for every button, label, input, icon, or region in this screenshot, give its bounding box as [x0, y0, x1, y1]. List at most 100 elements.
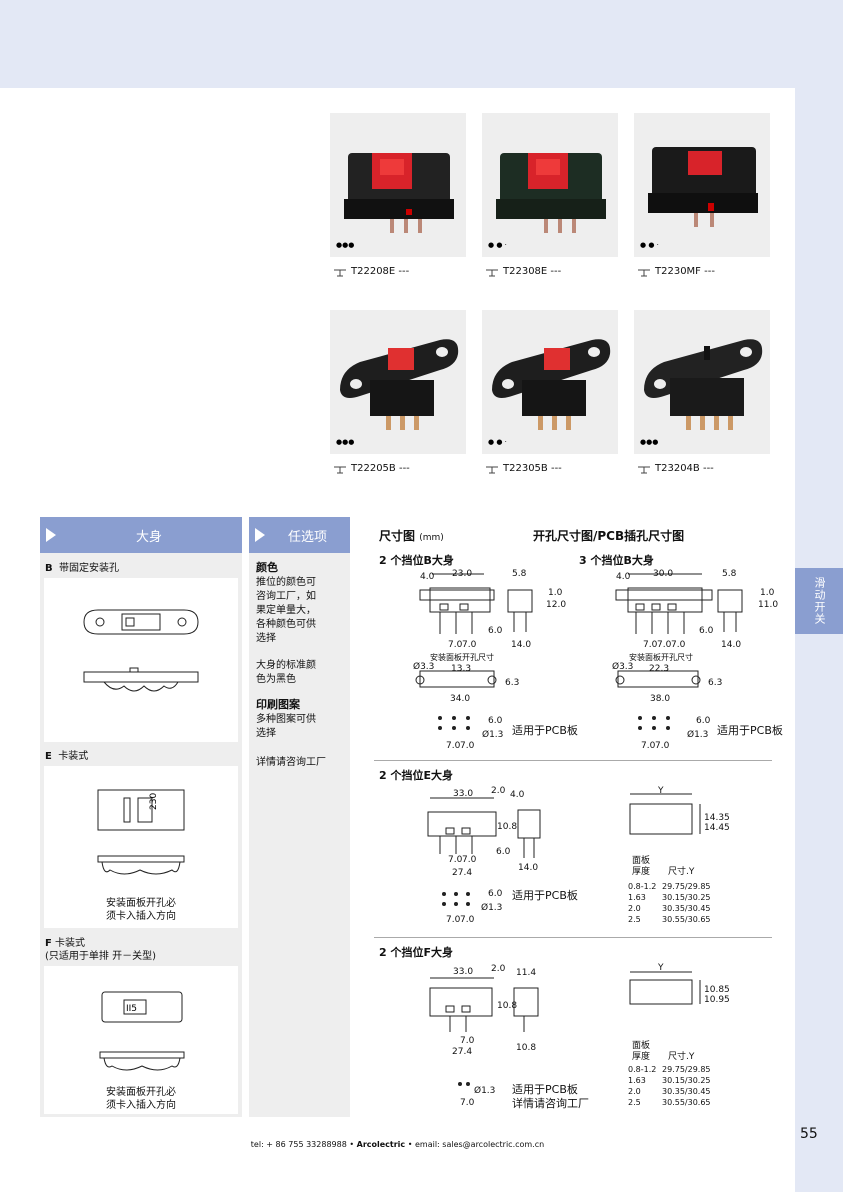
table-cell: 30.35/30.45: [662, 1087, 711, 1096]
dimensions-title-text: 尺寸图: [379, 529, 416, 543]
body-f-text: 卡装式: [55, 938, 86, 949]
table-cell: 1.63: [628, 1076, 646, 1085]
table-head: 厚度: [632, 1052, 651, 1062]
f2-table: 面板 厚度尺寸.Y: [632, 1041, 694, 1063]
options-consult: 详情请咨询工厂: [256, 757, 326, 768]
product-label: T22308E ---: [485, 266, 561, 277]
svg-text:● ● ·: ● ● ·: [488, 241, 507, 249]
body-e-note-line: 须卡入插入方向: [106, 911, 176, 922]
footer-email[interactable]: email: sales@arcolectric.com.cn: [414, 1140, 545, 1149]
options-panel-header: 任选项: [249, 517, 350, 553]
dim-text: 4.0: [510, 790, 525, 800]
table-cell: 30.15/30.25: [662, 1076, 711, 1085]
switch-symbol-icon: [638, 466, 650, 473]
svg-text:● ● ·: ● ● ·: [488, 438, 507, 446]
dim-text: 14.35: [704, 813, 730, 823]
section-f2-title: 2 个挡位F大身: [379, 946, 453, 959]
dimensions-title: 尺寸图 (mm): [379, 527, 444, 544]
dim-text: 6.3: [505, 678, 520, 688]
dim-text: 14.45: [704, 823, 730, 833]
body-f-label: F 卡装式 (只适用于单排 开－关型): [45, 937, 156, 963]
dim-text: 7.0: [460, 741, 475, 751]
table-cell: 1.63: [628, 893, 646, 902]
options-panel-title: 任选项: [287, 529, 327, 545]
body-e-text: 卡装式: [58, 751, 89, 762]
dim-text: 10.8: [497, 1001, 518, 1011]
dim-text: 38.0: [650, 694, 671, 704]
dim-text: 7.0: [446, 741, 461, 751]
dim-text: 7.0: [641, 741, 656, 751]
e2-cutout: [629, 793, 701, 835]
dim-text: 10.85: [704, 985, 730, 995]
f2-table-rows: 0.8-1.2 29.75/29.85 1.63 30.15/30.25 2.0 30…: [628, 1064, 711, 1108]
dim-text: 6.0: [488, 889, 503, 899]
dim-text: Ø3.3: [413, 662, 435, 672]
svg-text:● ● ·: ● ● ·: [640, 241, 659, 249]
body-f-letter: F: [45, 938, 52, 949]
dim-text: Y: [658, 786, 664, 796]
body-f-note-line: 安装面板开孔必: [106, 1087, 176, 1098]
product-photo-t23204b: ●●●: [634, 310, 770, 454]
options-line: 选择: [256, 728, 276, 739]
table-cell: 29.75/29.85: [662, 1065, 711, 1074]
svg-text:●●●: ●●●: [336, 438, 354, 446]
e2-table: 面板 厚度尺寸.Y: [632, 856, 694, 878]
top-band: [0, 0, 843, 88]
table-cell: 2.0: [628, 1087, 641, 1096]
table-head: 面板: [632, 856, 651, 866]
dimensions-unit: (mm): [419, 533, 444, 543]
table-cell: 0.8-1.2: [628, 1065, 657, 1074]
cutout-note: 安装面板开孔尺寸: [430, 653, 494, 662]
arrow-right-icon: [255, 528, 265, 542]
product-photo-t22305b: ● ● ·: [482, 310, 618, 454]
right-band: [795, 88, 843, 1192]
dim-text: 6.0: [696, 716, 711, 726]
svg-text:●●●: ●●●: [640, 438, 658, 446]
section-b3-title: 3 个挡位B大身: [579, 554, 654, 567]
dim-text: 27.4: [452, 1047, 473, 1057]
table-cell: 30.35/30.45: [662, 904, 711, 913]
product-photo-t22205b: ●●●: [330, 310, 466, 454]
switch-symbol-icon: [486, 269, 498, 276]
switch-symbol-icon: [486, 466, 498, 473]
product-label: T23204B ---: [637, 463, 714, 474]
product-photo-t22208e: ●●●: [330, 113, 466, 257]
pcb-note: 适用于PCB板: [512, 889, 578, 902]
product-photo-t2230mf: ● ● ·: [634, 113, 770, 257]
body-e-drawing: 230: [44, 766, 238, 928]
dim-text: 22.3: [649, 664, 670, 674]
dim-text: 5.8: [722, 569, 737, 579]
dim-text: 7.0: [657, 640, 672, 650]
b2-drawing: [415, 573, 533, 730]
table-cell: 2.5: [628, 1098, 641, 1107]
divider: [374, 760, 772, 761]
dim-text: Ø1.3: [481, 903, 503, 913]
table-cell: 29.75/29.85: [662, 882, 711, 891]
f2-notes: 适用于PCB板 详情请咨询工厂: [512, 1083, 589, 1111]
options-line: 咨询工厂，如: [256, 591, 316, 602]
pcb-note: 适用于PCB板: [512, 724, 578, 737]
arrow-right-icon: [46, 528, 56, 542]
dim-text: 2.0: [491, 786, 506, 796]
table-head: 尺寸.Y: [668, 867, 695, 877]
product-code: T22208E ---: [351, 266, 410, 277]
options-color-title: 颜色: [256, 561, 278, 574]
dim-text: 4.0: [616, 572, 631, 582]
dim-text: Ø3.3: [612, 662, 634, 672]
product-label: T2230MF ---: [637, 266, 715, 277]
dim-text: 7.0: [448, 855, 463, 865]
dim-text: 7.0: [446, 915, 461, 925]
dim-text: 6.0: [488, 626, 503, 636]
dim-text: 7.0: [460, 1036, 475, 1046]
options-panel: [249, 517, 350, 1117]
dim-text: 6.0: [699, 626, 714, 636]
body-b-letter: B: [45, 563, 53, 574]
divider: [374, 937, 772, 938]
dim-text: 1.0: [760, 588, 775, 598]
table-cell: 2.0: [628, 904, 641, 913]
switch-symbol-icon: [334, 269, 346, 276]
options-print: 印刷图案 多种图案可供 选择: [256, 698, 316, 741]
footer-tel: tel: + 86 755 33288988: [250, 1140, 347, 1149]
body-e-note-line: 安装面板开孔必: [106, 898, 176, 909]
